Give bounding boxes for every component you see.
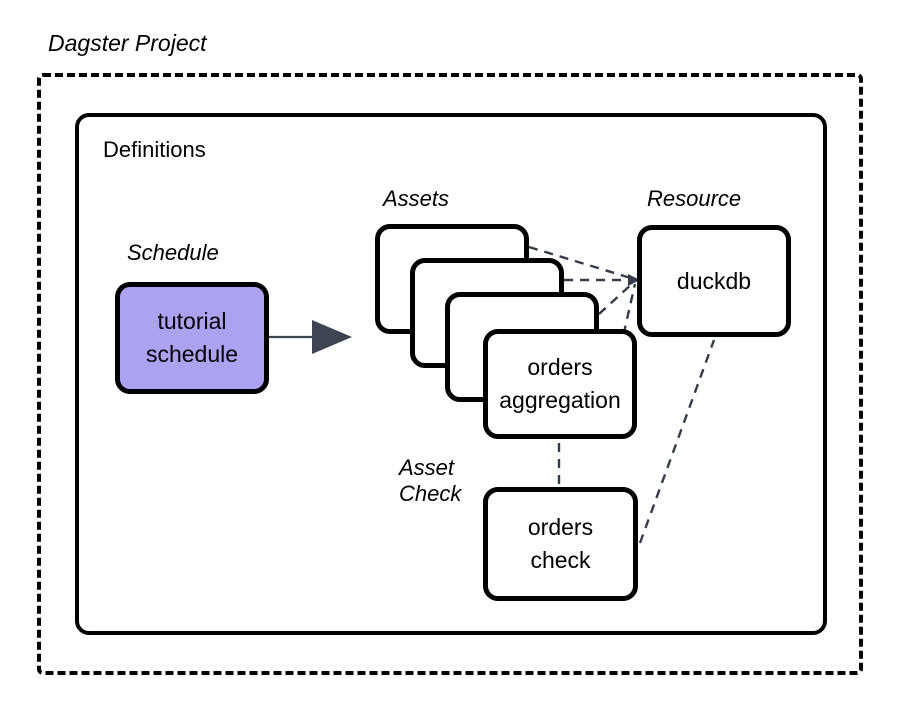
node-orders-aggregation[interactable]: orders aggregation [483,329,637,439]
group-label-assets: Assets [383,186,450,211]
project-boundary [37,73,863,675]
node-orders-check[interactable]: orders check [483,487,638,601]
node-tutorial-schedule-line-1: tutorial [157,308,227,335]
node-tutorial-schedule-line-2: schedule [145,341,239,367]
node-duckdb[interactable]: duckdb [637,225,791,337]
node-orders-check-line-2: check [530,547,591,573]
project-title: Dagster Project [48,30,207,56]
group-label-resource: Resource [647,186,742,211]
node-orders-aggregation-line-1: orders [527,354,593,381]
asset-check-label-line-2: Check [399,480,462,506]
definitions-label: Definitions [103,137,206,162]
node-duckdb-line-1: duckdb [676,267,752,294]
node-tutorial-schedule[interactable]: tutorial schedule [115,282,269,394]
group-label-schedule: Schedule [127,240,219,265]
node-orders-aggregation-line-2: aggregation [499,387,621,413]
asset-check-label-line-1: Asset [399,455,455,480]
node-orders-check-line-1: orders [527,514,594,541]
